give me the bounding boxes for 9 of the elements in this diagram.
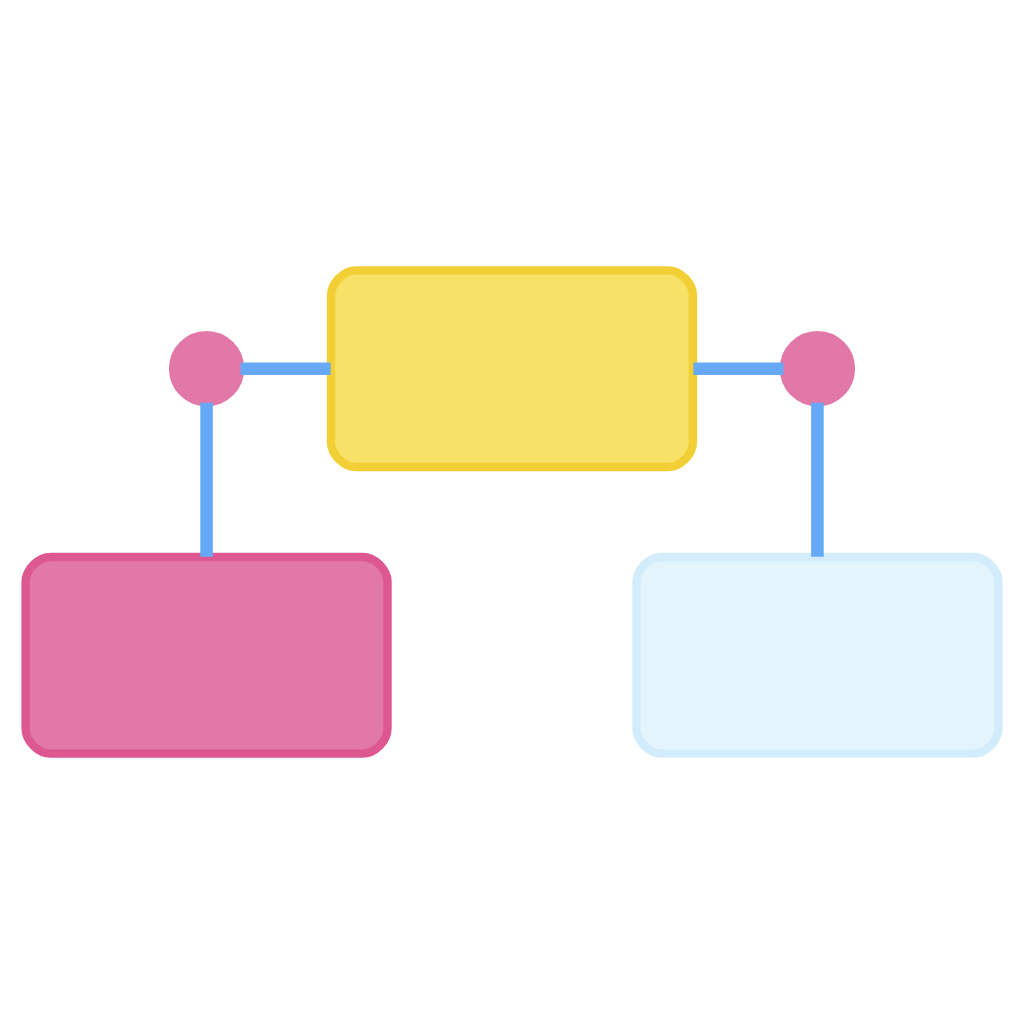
connector [693,362,784,375]
node-box [21,552,392,758]
node-box [326,266,698,472]
node-circle [168,331,245,407]
node-box [632,552,1003,758]
node-circle [779,331,856,407]
connector [240,362,331,375]
connector [200,402,213,557]
connector [811,402,824,557]
